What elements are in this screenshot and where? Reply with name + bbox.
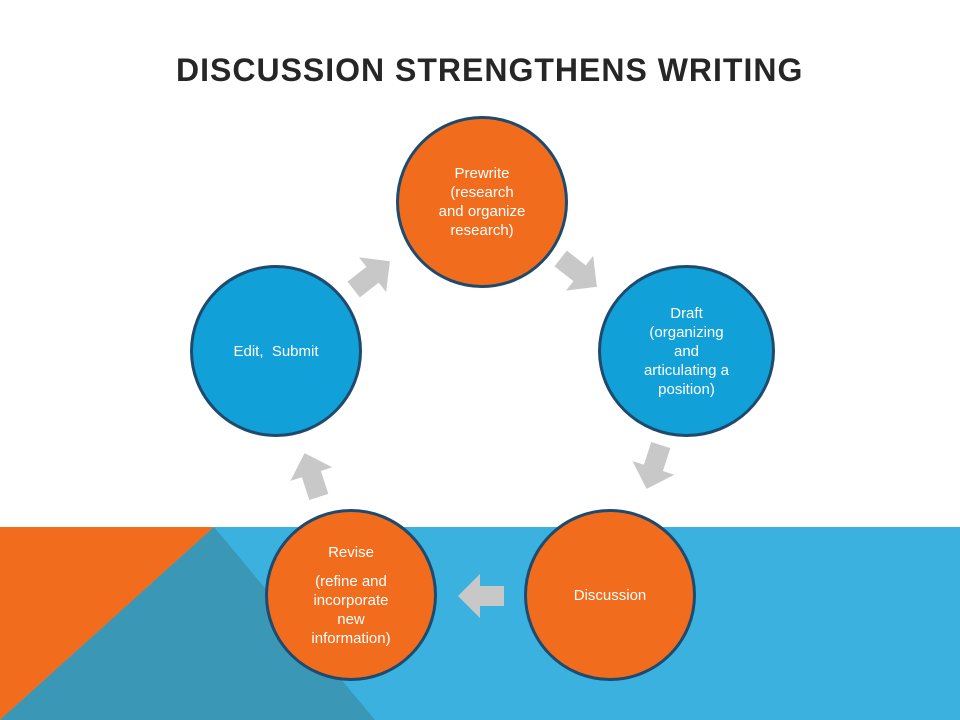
arrow-draft-to-discussion <box>632 441 675 489</box>
cycle-node-discussion: Discussion <box>524 509 696 681</box>
node-text-line: position) <box>658 380 715 398</box>
cycle-node-prewrite: Prewrite (research and organize research… <box>396 116 568 288</box>
chevron-arrow-icon <box>458 574 504 618</box>
cycle-node-draft: Draft (organizing and articulating a pos… <box>598 265 775 437</box>
slide-title: DISCUSSION STRENGTHENS WRITING <box>176 52 804 88</box>
arrow-revise-to-edit <box>290 453 333 501</box>
cycle-node-revise: Revise (refine and incorporate new infor… <box>265 509 437 681</box>
node-text-line: (organizing <box>649 323 724 341</box>
node-text-line: (refine and <box>315 572 387 590</box>
cycle-node-edit: Edit, Submit <box>190 265 362 437</box>
node-text-line: incorporate <box>313 591 389 609</box>
node-text-line: new <box>337 610 365 628</box>
arrow-prewrite-to-draft <box>554 250 597 291</box>
chevron-arrow-icon <box>347 257 390 298</box>
node-text-line: and organize <box>438 203 526 220</box>
node-text-line: research) <box>450 222 514 239</box>
node-text-line: (research <box>450 184 514 201</box>
node-text-line: Prewrite <box>454 165 510 182</box>
arrow-discussion-to-revise <box>458 574 504 618</box>
arrow-edit-to-prewrite <box>347 257 390 298</box>
node-text-line: Discussion <box>573 586 647 604</box>
node-text-line: Revise <box>328 543 374 561</box>
node-text-line: and <box>673 342 700 360</box>
chevron-arrow-icon <box>632 441 675 489</box>
chevron-arrow-icon <box>290 453 333 501</box>
node-text-line: information) <box>311 629 391 647</box>
banner-dark-triangle <box>0 527 375 720</box>
node-text-line: Draft <box>670 304 703 322</box>
chevron-arrow-icon <box>554 250 597 291</box>
node-text-line: articulating a <box>643 361 730 379</box>
node-text-line: Edit, Submit <box>233 342 319 360</box>
